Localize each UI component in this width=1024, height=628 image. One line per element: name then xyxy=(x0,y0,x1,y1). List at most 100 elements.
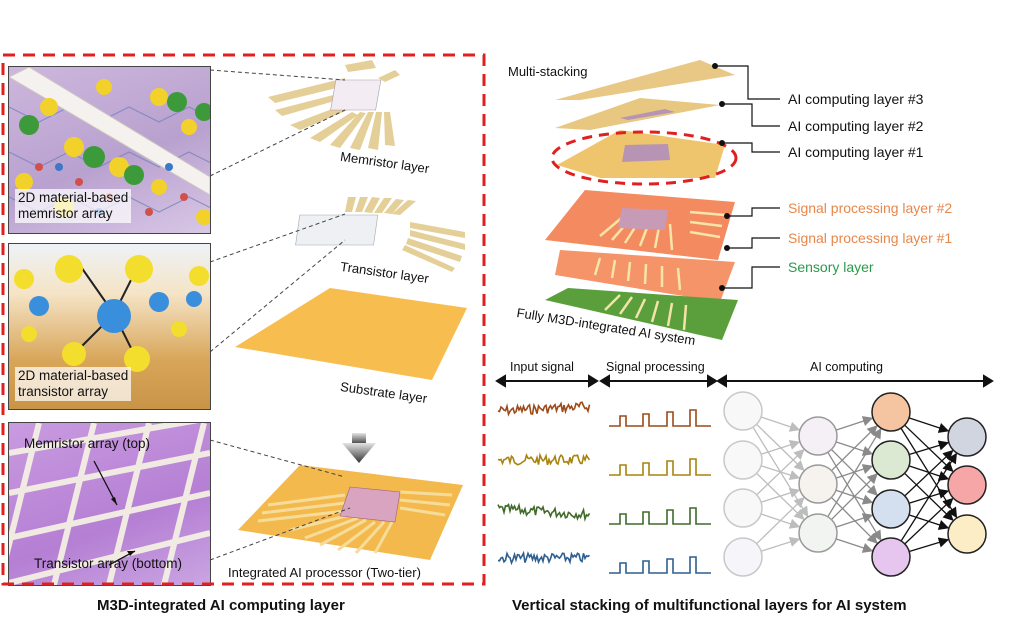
integrated-processor-label: Integrated AI processor (Two-tier) xyxy=(228,565,421,580)
network-edge xyxy=(831,425,878,472)
network-edge xyxy=(835,416,874,431)
transistor-layer-graphic xyxy=(295,197,465,272)
sensory-layer-label: Sensory layer xyxy=(788,259,874,275)
left-panel-title: M3D-integrated AI computing layer xyxy=(97,597,345,614)
network-edge xyxy=(760,465,801,481)
network-node xyxy=(723,537,763,577)
network-node xyxy=(871,392,911,432)
caption-line: transistor array xyxy=(18,384,109,399)
network-edge xyxy=(908,417,950,433)
network-edge xyxy=(900,452,957,542)
arrow-head-icon xyxy=(716,374,727,388)
network-edge xyxy=(756,472,805,521)
network-edge xyxy=(756,423,805,472)
network-edge xyxy=(752,426,809,518)
integrated-processor-graphic xyxy=(238,465,463,560)
network-edge xyxy=(909,440,950,456)
crossbar-array-inset: Memristor array (top) Transistor array (… xyxy=(8,422,211,586)
network-edge xyxy=(756,449,805,496)
network-edge xyxy=(760,536,801,552)
input-signal-trace xyxy=(497,401,591,417)
pulse-train-trace xyxy=(609,556,711,574)
section-input-signal: Input signal xyxy=(510,360,574,374)
arrow-head-icon xyxy=(588,374,599,388)
network-node xyxy=(798,513,838,553)
transistor-layer-label: Transistor layer xyxy=(339,258,430,287)
network-edge xyxy=(904,424,954,472)
network-edge xyxy=(830,473,878,521)
network-node xyxy=(947,417,987,457)
network-edge xyxy=(835,464,874,479)
signal-layer-2-label: Signal processing layer #2 xyxy=(788,200,953,216)
network-edge xyxy=(835,513,874,528)
network-edge xyxy=(827,451,882,542)
network-edge xyxy=(835,441,874,456)
network-node xyxy=(723,488,763,528)
ai-layer-1-graphic xyxy=(557,130,725,178)
caption-line: 2D material-based xyxy=(18,368,129,383)
network-edge xyxy=(760,439,801,455)
transistor-array-inset: 2D material-based transistor array xyxy=(8,243,211,410)
memristor-array-inset: 2D material-based memristor array xyxy=(8,66,211,234)
ai-layer-1-highlight xyxy=(550,130,738,186)
multi-stacking-label: Multi-stacking xyxy=(508,64,588,79)
network-node xyxy=(871,440,911,480)
section-ai-computing: AI computing xyxy=(810,360,883,374)
down-arrow-icon xyxy=(342,433,376,463)
input-signal-trace xyxy=(497,550,590,566)
arrow-head-icon xyxy=(495,374,506,388)
network-edge xyxy=(760,416,801,432)
network-node xyxy=(871,537,911,577)
ai-layer-2-label: AI computing layer #2 xyxy=(788,118,924,134)
system-label: Fully M3D-integrated AI system xyxy=(515,305,697,349)
section-signal-processing: Signal processing xyxy=(606,360,705,374)
network-node xyxy=(798,416,838,456)
network-edge xyxy=(835,538,874,553)
input-signal-trace xyxy=(497,452,591,466)
memristor-layer-graphic xyxy=(268,60,400,150)
network-edge xyxy=(827,427,882,518)
network-edge xyxy=(908,465,950,481)
pulse-train-trace xyxy=(609,458,711,476)
pulse-train-trace xyxy=(609,409,711,427)
ai-layer-1-label: AI computing layer #1 xyxy=(788,144,924,160)
signal-layer-1-graphic xyxy=(555,250,735,302)
network-edge xyxy=(908,488,950,504)
arrow-head-icon xyxy=(707,374,718,388)
memristor-top-label: Memristor array (top) xyxy=(24,436,151,451)
network-edge xyxy=(760,487,801,503)
ai-layer-2-graphic xyxy=(555,98,720,130)
right-panel-title: Vertical stacking of multifunctional lay… xyxy=(512,597,907,614)
network-edge xyxy=(904,472,954,521)
network-edge xyxy=(835,489,874,505)
memristor-inset-caption: 2D material-based memristor array xyxy=(15,189,132,223)
network-edge xyxy=(909,537,950,553)
network-node xyxy=(871,489,911,529)
substrate-layer-label: Substrate layer xyxy=(339,378,429,407)
network-node xyxy=(947,514,987,554)
network-node xyxy=(723,391,763,431)
network-edge xyxy=(830,448,878,496)
input-signal-trace xyxy=(497,502,591,522)
caption-line: 2D material-based xyxy=(18,190,129,205)
memristor-layer-label: Memristor layer xyxy=(339,148,431,177)
network-edge xyxy=(830,496,878,544)
section-arrows xyxy=(495,374,994,388)
substrate-layer-graphic xyxy=(235,288,467,380)
signal-layer-1-label: Signal processing layer #1 xyxy=(788,230,953,246)
network-edge xyxy=(756,496,805,545)
transistor-inset-caption: 2D material-based transistor array xyxy=(15,367,132,401)
network-node xyxy=(798,464,838,504)
pulse-train-trace xyxy=(609,507,711,525)
network-node xyxy=(723,440,763,480)
network-edge xyxy=(904,497,954,545)
network-edge xyxy=(908,514,950,530)
network-edge xyxy=(904,449,954,497)
arrow-head-icon xyxy=(599,374,610,388)
arrow-head-icon xyxy=(983,374,994,388)
ai-layer-3-label: AI computing layer #3 xyxy=(788,91,924,107)
network-edge xyxy=(760,513,801,529)
caption-line: memristor array xyxy=(18,206,113,221)
network-edge xyxy=(900,427,958,519)
transistor-bottom-label: Transistor array (bottom) xyxy=(34,556,183,571)
